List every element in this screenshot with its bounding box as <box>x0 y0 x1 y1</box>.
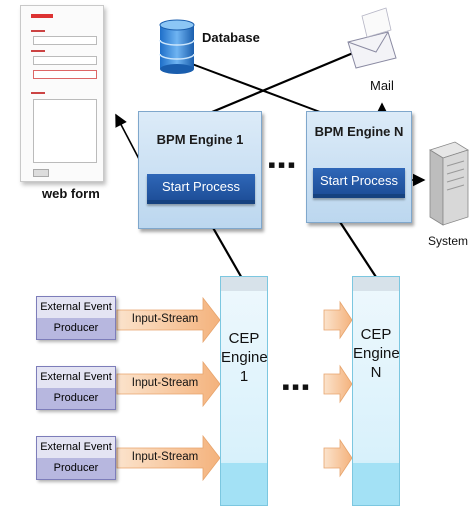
web-form-textarea <box>33 99 97 163</box>
bpm-engine-n-title: BPM Engine N <box>314 124 404 139</box>
database-label: Database <box>202 30 260 45</box>
web-form-field <box>33 36 97 45</box>
cep-engine-n-header <box>353 277 399 291</box>
producer-3-line1: External Event <box>37 437 115 458</box>
cep-engine-1: CEP Engine 1 <box>220 276 268 506</box>
bpm-engine-1-title: BPM Engine 1 <box>156 132 244 147</box>
cep-engine-1-line1: CEP <box>228 330 260 347</box>
start-process-button-n[interactable]: Start Process <box>313 168 405 198</box>
mail-label: Mail <box>370 78 394 93</box>
web-form-label-text: web form <box>42 186 100 201</box>
web-form-field <box>33 56 97 65</box>
producer-3-line2: Producer <box>37 458 115 479</box>
start-process-button-1[interactable]: Start Process <box>147 174 255 204</box>
bpm1-to-mail-line <box>211 46 366 114</box>
db-to-bpm-n-line <box>191 63 321 113</box>
cep-engine-n: CEP Engine N <box>352 276 400 506</box>
system-label: System <box>428 234 469 248</box>
mail-icon <box>347 7 397 69</box>
server-icon <box>429 141 469 226</box>
external-event-producer-3: External Event Producer <box>36 436 116 480</box>
web-form-submit <box>33 169 49 177</box>
producer-1-line2: Producer <box>37 318 115 339</box>
stream-arrow-row-3 <box>116 434 353 482</box>
web-form-field <box>33 70 97 79</box>
bpm-engine-n: BPM Engine N Start Process <box>306 111 412 223</box>
input-stream-label-3: Input-Stream <box>131 451 199 463</box>
producer-1-line1: External Event <box>37 297 115 318</box>
cep-engine-n-line1: CEP <box>360 326 392 343</box>
cep-engine-1-header <box>221 277 267 291</box>
producer-2-line1: External Event <box>37 367 115 388</box>
stream-arrow-row-2 <box>116 360 353 408</box>
stream-arrow-row-1 <box>116 296 353 344</box>
cep-ellipsis: ▪▪▪ <box>282 374 312 399</box>
producer-2-line2: Producer <box>37 388 115 409</box>
web-form-label <box>31 92 45 94</box>
web-form-title-bar <box>31 14 53 18</box>
bpm-ellipsis: ▪▪▪ <box>268 152 298 177</box>
input-stream-label-2: Input-Stream <box>131 377 199 389</box>
external-event-producer-1: External Event Producer <box>36 296 116 340</box>
cep-engine-1-line2: Engine 1 <box>221 349 268 385</box>
database-icon <box>159 19 195 74</box>
bpmn-to-cepn-line <box>339 221 377 278</box>
cep-engine-n-base <box>353 463 399 505</box>
cep-engine-n-line2: Engine N <box>353 345 400 381</box>
cep-engine-1-base <box>221 463 267 505</box>
web-form-thumbnail <box>20 5 104 182</box>
web-form-label <box>31 30 45 32</box>
bpm1-to-cep1-line <box>211 225 244 281</box>
bpm-engine-1: BPM Engine 1 Start Process <box>138 111 262 229</box>
web-form-label <box>31 50 45 52</box>
external-event-producer-2: External Event Producer <box>36 366 116 410</box>
input-stream-label-1: Input-Stream <box>131 313 199 325</box>
